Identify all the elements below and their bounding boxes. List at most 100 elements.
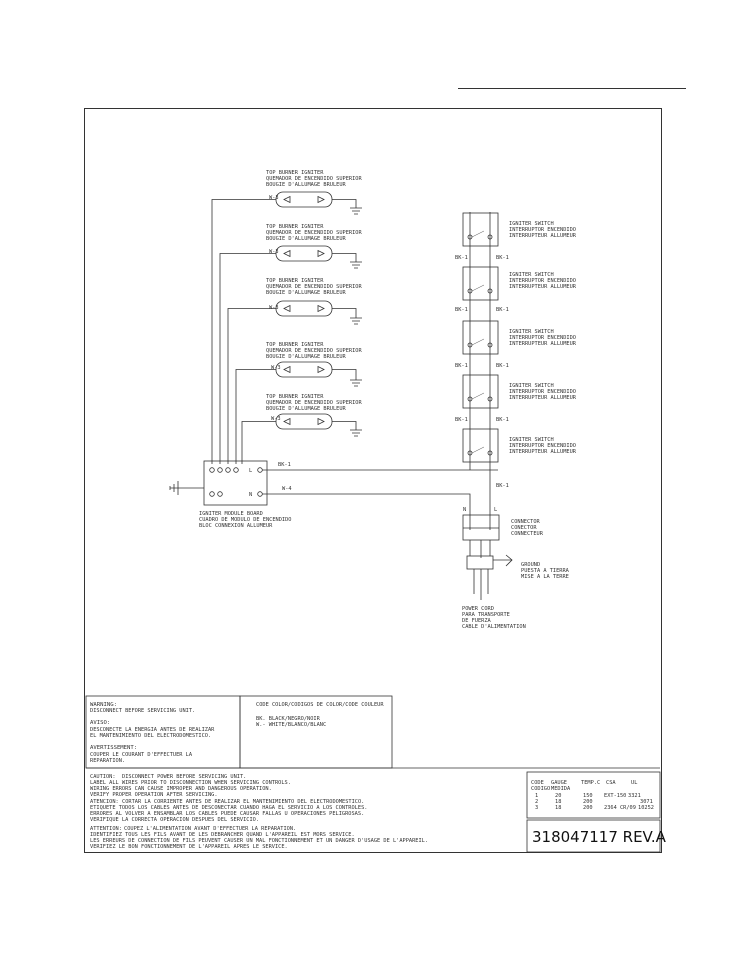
igniter-label-line: BOUGIE D'ALLUMAGE BRULEUR: [266, 290, 347, 296]
gauge-table-content: CODE GAUGE TEMP.C CSA UL CODIGO MEDIDA 1…: [531, 780, 654, 811]
ground-symbol-icon: [332, 199, 362, 215]
module-label-line: BLOC CONNEXION ALLUMEUR: [199, 523, 273, 529]
svg-text:W.- WHITE/BLANCO/BLANC: W.- WHITE/BLANCO/BLANC: [256, 722, 326, 728]
svg-text:ERRORES AL VOLVER A ENSAMBLAR: ERRORES AL VOLVER A ENSAMBLAR LOS CABLES…: [90, 811, 364, 817]
gauge-table: [526, 771, 661, 819]
svg-text:PARA TRANSPORTE: PARA TRANSPORTE: [462, 612, 510, 618]
igniter-3: TOP BURNER IGNITER QUEMADOR DE ENCENDIDO…: [266, 342, 362, 387]
svg-text:2364 CR/09: 2364 CR/09: [604, 805, 636, 811]
color-code-title: CODE COLOR/CODIGOS DE COLOR/CODE COULEUR: [256, 702, 384, 708]
igniter-label-line: QUEMADOR DE ENCENDIDO SUPERIOR: [266, 400, 362, 406]
igniter-label-line: TOP BURNER IGNITER: [266, 170, 324, 176]
switch-label-line: IGNITER SWITCH: [509, 383, 554, 389]
svg-text:3071: 3071: [640, 799, 653, 805]
igniter-2: TOP BURNER IGNITER QUEMADOR DE ENCENDIDO…: [266, 278, 362, 325]
svg-text:IDENTIFIEZ TOUS LES FILS AVANT: IDENTIFIEZ TOUS LES FILS AVANT DE LES DE…: [90, 832, 355, 838]
igniter-module-board: L N IGNITER MODULE BOARD CUADRO DE MODUL…: [199, 460, 291, 529]
warning-text: DISCONNECT BEFORE SERVICING UNIT.: [90, 708, 195, 714]
plug-body: [466, 555, 494, 570]
module-label-line: CUADRO DE MODULO DE ENCENDIDO: [199, 517, 291, 523]
svg-text:DISCONNECT POWER BEFORE SERVIC: DISCONNECT POWER BEFORE SERVICING UNIT.: [122, 774, 246, 780]
caution-block: CAUTION: DISCONNECT POWER BEFORE SERVICI…: [90, 774, 428, 850]
svg-text:ATTENTION:: ATTENTION:: [90, 826, 122, 832]
wire: [211, 199, 276, 464]
switch-box: [462, 374, 499, 409]
igniter-wire-label: W-3: [269, 195, 279, 201]
igniter-electrode-icon: [283, 249, 325, 258]
gauge-header: CODE: [531, 780, 544, 786]
igniter-label-line: QUEMADOR DE ENCENDIDO SUPERIOR: [266, 348, 362, 354]
igniter-switch-1: IGNITER SWITCH INTERRUPTOR ENCENDIDO INT…: [455, 266, 577, 313]
switch-label-line: INTERRUPTEUR ALLUMEUR: [509, 341, 577, 347]
svg-text:GROUND: GROUND: [521, 562, 540, 568]
switch-label-line: IGNITER SWITCH: [509, 272, 554, 278]
svg-text:CAUTION:: CAUTION:: [90, 774, 116, 780]
igniter-label-line: TOP BURNER IGNITER: [266, 278, 324, 284]
switch-wire-label: BK-1: [496, 307, 509, 313]
switch-label-line: IGNITER SWITCH: [509, 437, 554, 443]
switch-label-line: INTERRUPTOR ENCENDIDO: [509, 389, 576, 395]
igniter-label-line: QUEMADOR DE ENCENDIDO SUPERIOR: [266, 284, 362, 290]
switch-box: [462, 266, 499, 301]
switch-label-line: IGNITER SWITCH: [509, 221, 554, 227]
svg-text:3: 3: [535, 805, 538, 811]
svg-text:POWER CORD: POWER CORD: [462, 606, 494, 612]
module-terminal-l: L: [249, 468, 252, 474]
switch-label-line: INTERRUPTEUR ALLUMEUR: [509, 284, 577, 290]
ground-symbol-icon: [332, 369, 362, 387]
switch-wire-label: BK-1: [496, 363, 509, 369]
svg-text:3321: 3321: [628, 793, 641, 799]
svg-text:PUESTA A TIERRA: PUESTA A TIERRA: [521, 568, 570, 574]
wire-label: W-4: [282, 486, 292, 492]
svg-text:LES ERREURS DE CONNECTION DE F: LES ERREURS DE CONNECTION DE FILS PEUVEN…: [90, 838, 428, 844]
svg-text:REPARATION.: REPARATION.: [90, 758, 125, 764]
igniter-electrode-icon: [283, 417, 325, 426]
igniter-label-line: TOP BURNER IGNITER: [266, 342, 324, 348]
ground-symbol-icon: [332, 308, 362, 325]
svg-text:ATENCION:: ATENCION:: [90, 799, 119, 805]
connector-box: [462, 514, 500, 541]
igniter-electrode-icon: [283, 365, 325, 374]
svg-text:CABLE D'ALIMENTATION: CABLE D'ALIMENTATION: [462, 624, 526, 630]
gauge-header: CSA: [606, 780, 616, 786]
ground-symbol-icon: [332, 421, 362, 437]
svg-text:BK. BLACK/NEGRO/NOIR: BK. BLACK/NEGRO/NOIR: [256, 716, 321, 722]
svg-text:LABEL ALL WIRES PRIOR TO DISCO: LABEL ALL WIRES PRIOR TO DISCONNECTION W…: [90, 780, 291, 786]
igniter-1: TOP BURNER IGNITER QUEMADOR DE ENCENDIDO…: [266, 224, 362, 269]
wire-w-4: [262, 493, 471, 530]
igniter-switch-4: IGNITER SWITCH INTERRUPTOR ENCENDIDO INT…: [462, 428, 577, 489]
svg-text:1: 1: [535, 793, 538, 799]
connector: N L CONNECTOR CONECTOR CONNECTEUR: [462, 507, 544, 541]
svg-text:ETIQUETE TODOS LOS CABLES ANTE: ETIQUETE TODOS LOS CABLES ANTES DE DESCO…: [90, 805, 367, 811]
switch-label-line: INTERRUPTEUR ALLUMEUR: [509, 395, 577, 401]
igniter-0: TOP BURNER IGNITER QUEMADOR DE ENCENDIDO…: [266, 170, 362, 215]
avertissement-title: AVERTISSEMENT:: [90, 745, 137, 751]
switch-label-line: INTERRUPTOR ENCENDIDO: [509, 278, 576, 284]
svg-text:2: 2: [535, 799, 538, 805]
aviso-title: AVISO:: [90, 720, 110, 726]
igniter-electrode-icon: [283, 195, 325, 204]
connector-label-line: CONECTOR: [511, 525, 537, 531]
switch-box: [462, 320, 499, 355]
igniter-4: TOP BURNER IGNITER QUEMADOR DE ENCENDIDO…: [266, 394, 362, 437]
cord-wires: [469, 540, 491, 558]
switch-wire-label: BK-1: [455, 255, 468, 261]
igniter-label-line: QUEMADOR DE ENCENDIDO SUPERIOR: [266, 230, 362, 236]
svg-text:VERIFIEZ LE BON FONCTIONNEMENT: VERIFIEZ LE BON FONCTIONNEMENT DE L'APPA…: [90, 844, 288, 850]
switch-label-line: INTERRUPTEUR ALLUMEUR: [509, 233, 577, 239]
switch-wire-label: BK-1: [496, 483, 509, 489]
power-cord-label: POWER CORD PARA TRANSPORTE DE FUERZA CAB…: [462, 606, 526, 630]
gauge-header: GAUGE: [551, 780, 567, 786]
connector-label-line: CONNECTEUR: [511, 531, 544, 537]
svg-text:18: 18: [555, 805, 561, 811]
svg-text:10252: 10252: [638, 805, 654, 811]
module-ground-icon: [169, 481, 204, 495]
ground-label: GROUND PUESTA A TIERRA MISE A LA TERRE: [521, 562, 570, 580]
part-number-box: [526, 819, 661, 853]
switch-label-line: IGNITER SWITCH: [509, 329, 554, 335]
igniter-electrode-icon: [283, 304, 325, 313]
svg-text:MEDIDA: MEDIDA: [551, 786, 571, 792]
svg-text:MISE A LA TERRE: MISE A LA TERRE: [521, 574, 569, 580]
igniter-label-line: TOP BURNER IGNITER: [266, 224, 324, 230]
warning-title: WARNING:: [90, 702, 117, 708]
